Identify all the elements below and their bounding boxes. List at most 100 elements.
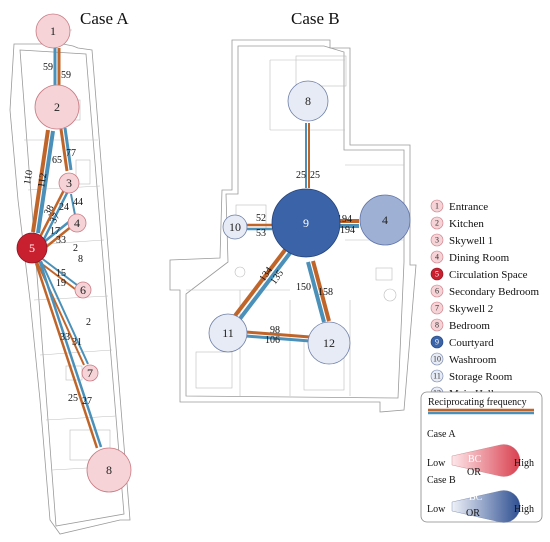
- node-label: 4: [382, 213, 388, 227]
- legend-number: 10: [433, 355, 441, 364]
- edge-a-3-5: [38, 189, 70, 240]
- edge-label: 106: [265, 335, 280, 346]
- node-b-9-courtyard[interactable]: 9: [271, 188, 341, 258]
- legend-item-secondary-bedroom: 6 Secondary Bedroom: [430, 284, 540, 298]
- edge-label: 27: [82, 396, 92, 407]
- edge-label: 59: [43, 62, 53, 73]
- edge-label: 31: [72, 337, 82, 348]
- legend-label: Storage Room: [449, 371, 513, 383]
- node-a-7-skywell-2[interactable]: 7: [81, 364, 99, 382]
- legend-case-b-gradient: [451, 490, 521, 523]
- edge-label: 158: [318, 287, 333, 298]
- legend-case-a-high: High: [514, 458, 534, 469]
- node-b-4-dining-room[interactable]: 4: [359, 194, 411, 246]
- node-label: 11: [222, 326, 234, 340]
- case-a-edges: [31, 48, 103, 449]
- legend-label: Washroom: [449, 354, 497, 366]
- case-a-title: Case A: [80, 9, 129, 28]
- node-label: 5: [29, 241, 35, 255]
- legend-case-a-low: Low: [427, 458, 446, 469]
- node-a-3-skywell-1[interactable]: 3: [58, 172, 80, 194]
- node-label: 10: [229, 220, 241, 234]
- edge-label: 19: [56, 278, 66, 289]
- node-label: 6: [80, 283, 86, 297]
- legend-case-b-low: Low: [427, 504, 446, 515]
- edge-label: 25: [296, 170, 306, 181]
- legend-item-kitchen: 2 Kitchen: [430, 216, 484, 230]
- case-b-edges: [232, 123, 359, 343]
- edge-label: 38: [42, 203, 57, 217]
- node-label: 12: [323, 336, 335, 350]
- legend-label: Kitchen: [449, 218, 484, 230]
- edge-a-2-3: [59, 127, 73, 172]
- edge-b-9-12: [306, 260, 331, 323]
- edge-label: 33: [56, 235, 66, 246]
- legend-item-bedroom: 8 Bedroom: [430, 318, 490, 332]
- edge-label: 59: [61, 70, 71, 81]
- case-b-edge-labels: 25 25 194 194 52 53 134 135 150 158 98 1…: [256, 170, 355, 346]
- edge-label: 37: [48, 211, 63, 225]
- node-label: 9: [303, 216, 309, 230]
- legend-number: 1: [435, 202, 439, 211]
- node-b-8-bedroom[interactable]: 8: [287, 80, 329, 122]
- case-a-nodes: 1 2 3 4 5 6 7 8: [16, 13, 132, 493]
- node-b-10-washroom[interactable]: 10: [222, 214, 248, 240]
- edge-label: 44: [73, 197, 83, 208]
- legend-label: Dining Room: [449, 252, 510, 264]
- node-label: 1: [50, 24, 56, 38]
- legend-item-skywell-2: 7 Skywell 2: [430, 301, 493, 315]
- edge-label: 77: [66, 148, 76, 159]
- edge-label: 65: [52, 155, 62, 166]
- legend-number: 2: [435, 219, 439, 228]
- legend-number: 5: [435, 270, 439, 279]
- legend-case-a-bc: BC: [468, 454, 482, 465]
- legend-item-washroom: 10 Washroom: [430, 352, 497, 366]
- node-b-12-main-hall[interactable]: 12: [307, 321, 351, 365]
- edge-label: 150: [296, 282, 311, 293]
- node-a-4-dining-room[interactable]: 4: [67, 213, 87, 233]
- legend-label: Skywell 2: [449, 303, 493, 315]
- edge-b-9-4: [339, 219, 359, 228]
- edge-label: 24: [59, 202, 69, 213]
- legend-label: Circulation Space: [449, 269, 528, 281]
- node-b-11-storage-room[interactable]: 11: [208, 313, 248, 353]
- legend-case-a-or: OR: [467, 467, 481, 478]
- edge-a-4-5: [43, 220, 73, 248]
- legend-item-entrance: 1 Entrance: [430, 199, 488, 213]
- edge-label: 8: [78, 254, 83, 265]
- edge-label: 2: [86, 317, 91, 328]
- edge-label: 25: [310, 170, 320, 181]
- edge-a-2-5: [31, 129, 55, 234]
- edge-a-5-8: [34, 261, 103, 449]
- edge-label: 15: [56, 268, 66, 279]
- legend-case-b-bc: BC: [469, 492, 483, 503]
- legend-label: Secondary Bedroom: [449, 286, 540, 298]
- legend-list: 1 Entrance 2 Kitchen 3 Skywell 1 4 Dinin…: [430, 199, 540, 400]
- edge-label: 194: [337, 214, 352, 225]
- legend-item-circulation-space: 5 Circulation Space: [430, 267, 528, 281]
- node-a-2-kitchen[interactable]: 2: [34, 84, 80, 130]
- case-a-edge-labels: 59 59 65 77 110 112 44 24 38 37 17 33 2 …: [22, 62, 92, 407]
- edge-a-3-4: [70, 193, 76, 216]
- edge-b-10-9: [246, 223, 272, 231]
- legend-case-b-or: OR: [466, 508, 480, 519]
- node-a-8-bedroom[interactable]: 8: [86, 447, 132, 493]
- node-a-6-secondary-bedroom[interactable]: 6: [74, 281, 92, 299]
- node-label: 3: [66, 176, 72, 190]
- node-label: 7: [87, 366, 93, 380]
- legend-number: 3: [435, 236, 439, 245]
- legend-number: 7: [435, 304, 439, 313]
- legend-case-b-high: High: [514, 504, 534, 515]
- node-label: 4: [74, 216, 80, 230]
- legend-label: Skywell 1: [449, 235, 493, 247]
- legend-box-title: Reciprocating frequency: [428, 397, 527, 408]
- node-a-5-circulation-space[interactable]: 5: [16, 232, 48, 264]
- edge-a-1-2: [53, 48, 61, 85]
- legend-number: 4: [435, 253, 439, 262]
- legend-number: 6: [435, 287, 439, 296]
- legend-case-a-label: Case A: [427, 429, 456, 440]
- node-a-1-entrance[interactable]: 1: [35, 13, 71, 49]
- edge-label: 53: [256, 228, 266, 239]
- edge-label: 98: [270, 325, 280, 336]
